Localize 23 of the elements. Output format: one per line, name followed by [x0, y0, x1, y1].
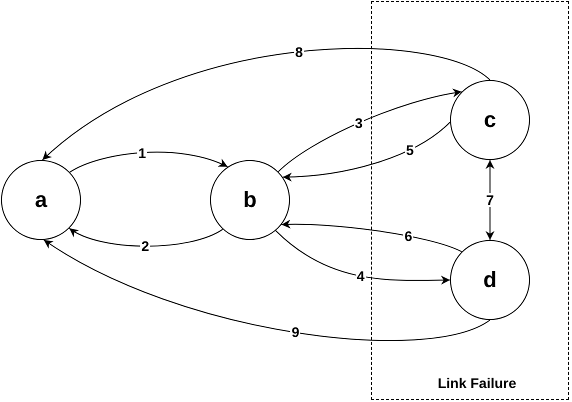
node-label: d [483, 269, 497, 291]
arrow [42, 48, 490, 160]
edge-label: 9 [290, 325, 300, 340]
arrow [43, 239, 490, 341]
edge-label: 8 [294, 44, 304, 59]
edge-label: 6 [404, 229, 414, 244]
arrow [278, 88, 462, 172]
node-label: b [243, 189, 257, 211]
node-label: a [34, 189, 48, 211]
arrow [275, 230, 450, 285]
edge-label: 4 [356, 269, 366, 284]
edge-label: 2 [140, 239, 150, 254]
arrow [69, 152, 228, 173]
edge-label: 3 [354, 116, 364, 130]
double-arrow [486, 160, 494, 240]
arrow [68, 228, 224, 247]
arrow [282, 122, 451, 182]
region-label: Link Failure [438, 376, 516, 390]
edge-label: 1 [137, 146, 148, 160]
node-label: c [484, 109, 496, 131]
edge-label: 5 [404, 142, 415, 157]
arrow [281, 220, 462, 252]
edge-label: 7 [485, 193, 495, 207]
